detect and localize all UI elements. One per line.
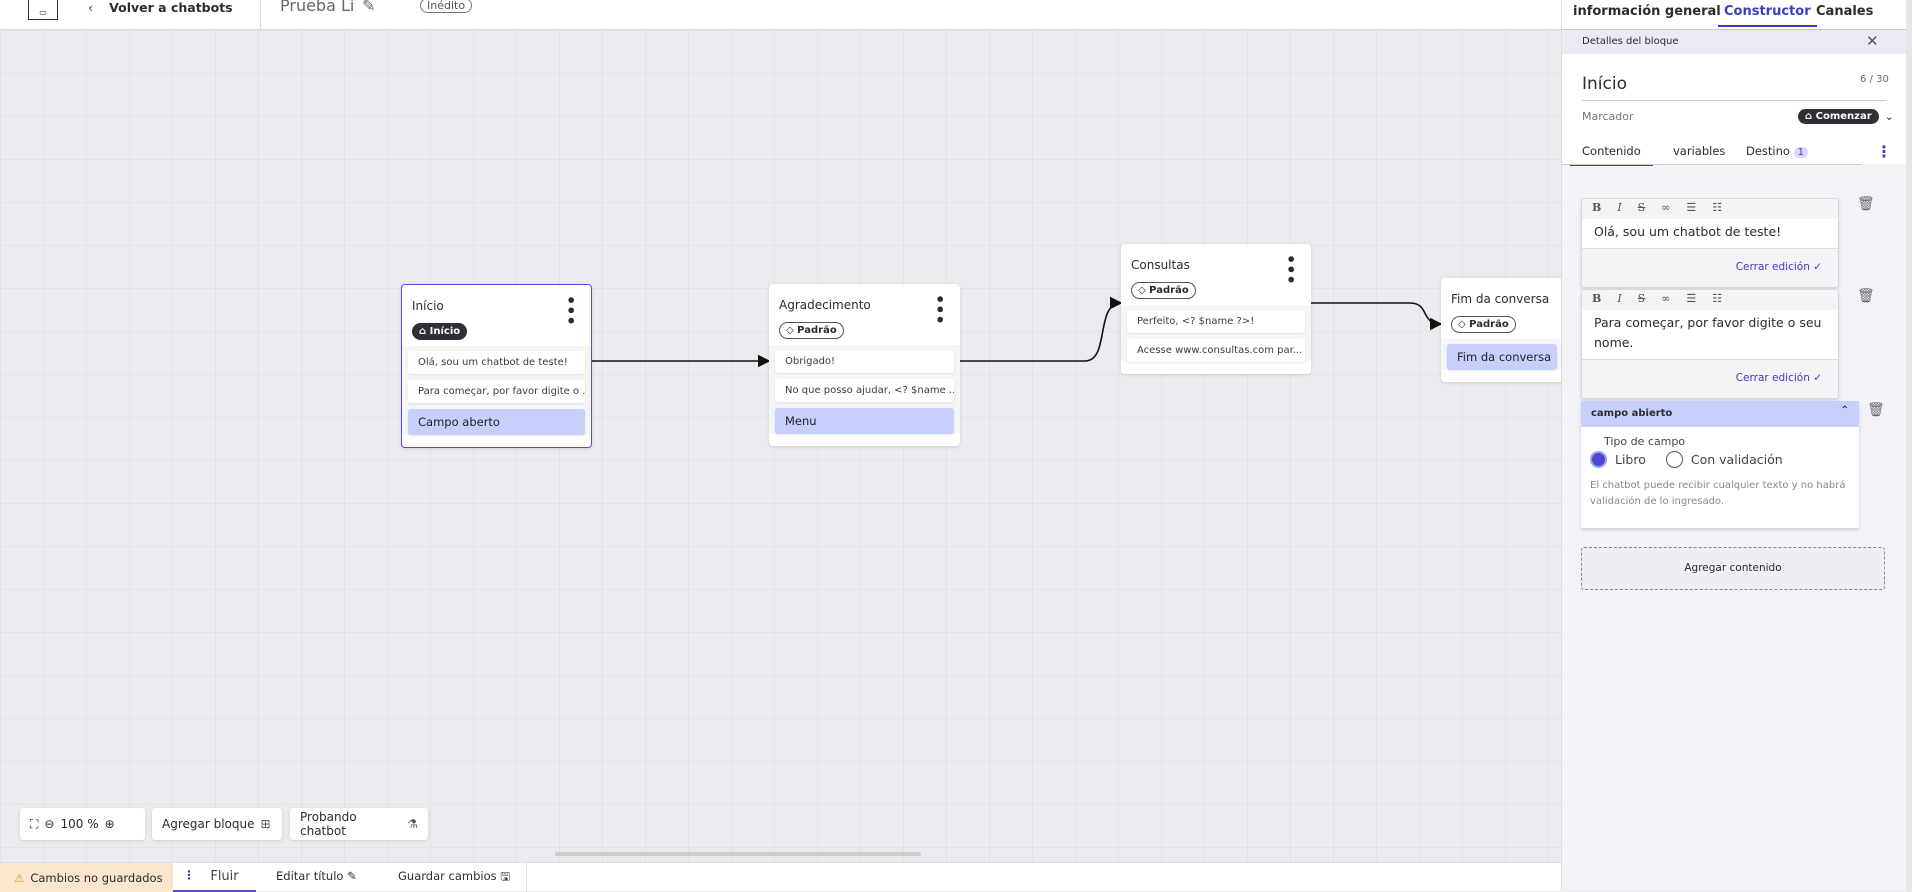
field-type-label: Tipo de campo (1604, 435, 1686, 448)
bullet-list-icon: ☰ (1686, 201, 1697, 214)
node-title: Consultas (1131, 258, 1190, 272)
message-text[interactable]: Olá, sou um chatbot de teste! (1582, 219, 1838, 248)
node-tag: ◇ Padrão (1451, 316, 1516, 333)
numbered-list-icon: ☷ (1712, 201, 1723, 214)
message-editor[interactable]: B I S ∞ ☰ ☷ Para começar, por favor digite o … (1581, 289, 1839, 399)
tab-content[interactable]: Contenido (1570, 144, 1653, 166)
horizontal-scrollbar[interactable] (555, 852, 921, 856)
zoom-controls: ⛶ ⊖ 100 % ⊕ (20, 808, 145, 840)
add-content-button[interactable]: Agregar contenido (1581, 547, 1885, 590)
chevron-left-icon: ‹ (88, 0, 94, 15)
node-message[interactable]: Olá, sou um chatbot de teste! (408, 351, 585, 374)
logo-icon: ▭ (28, 0, 58, 20)
message-editor[interactable]: B I S ∞ ☰ ☷ Olá, sou um chatbot de teste! Cer… (1581, 198, 1839, 288)
radio-validation[interactable] (1665, 451, 1683, 468)
node-consultas[interactable]: Consultas ••• ◇ Padrão Perfeito, <? $nam… (1121, 244, 1311, 374)
node-message[interactable]: Perfeito, <? $name ?>! (1127, 310, 1305, 333)
node-message[interactable]: Acesse www.consultas.com par... (1127, 339, 1305, 362)
close-edit-button[interactable]: Cerrar edición ✓ (1582, 359, 1838, 398)
tab-builder[interactable]: Constructor (1718, 4, 1817, 27)
back-button[interactable]: ‹ Volver a chatbots (88, 0, 233, 15)
node-option[interactable]: Campo aberto (408, 409, 585, 435)
format-toolbar: B I S ∞ ☰ ☷ (1582, 290, 1838, 310)
add-block-button[interactable]: Agregar bloque ⊞ (152, 808, 282, 840)
node-tag: ⌂ Início (412, 323, 468, 340)
flow-canvas[interactable] (0, 30, 1561, 862)
edit-title-icon[interactable]: ✎ (362, 0, 376, 15)
divider (260, 0, 261, 30)
zoom-level: 100 % (60, 817, 99, 831)
test-chatbot-button[interactable]: Probando chatbot ⚗ (290, 808, 428, 840)
node-inicio[interactable]: Início ••• ⌂ Início Olá, sou um chatbot … (401, 284, 592, 448)
format-toolbar: B I S ∞ ☰ ☷ (1582, 199, 1838, 219)
node-option[interactable]: Menu (775, 408, 954, 434)
marker-label: Marcador (1582, 110, 1634, 123)
node-title: Agradecimento (779, 298, 871, 312)
link-icon: ∞ (1661, 201, 1671, 214)
node-title: Fim da conversa (1451, 292, 1550, 306)
divider (526, 863, 527, 892)
block-details-panel: información general Constructor Canales … (1561, 0, 1907, 891)
menu-icon[interactable]: ⋮ (183, 868, 195, 882)
trash-icon[interactable]: 🗑 (1867, 402, 1885, 418)
trash-icon[interactable]: 🗑 (1857, 288, 1875, 304)
node-tag: ◇ Padrão (779, 322, 844, 339)
chevron-up-icon: ⌃ (1840, 405, 1849, 416)
status-bar: ⚠Cambios no guardados ⋮ Fluir Editar tít… (0, 862, 1561, 892)
tab-destination[interactable]: Destino 1 (1746, 144, 1808, 158)
unsaved-warning: ⚠Cambios no guardados (0, 863, 173, 892)
top-bar: ▭ ‹ Volver a chatbots Prueba Li ✎ Inédit… (0, 0, 1561, 30)
more-icon[interactable]: ••• (1281, 254, 1300, 285)
edit-title-button[interactable]: Editar título ✎ (276, 869, 357, 883)
panel-header: Detalles del bloque (1562, 30, 1907, 54)
tab-channels[interactable]: Canales (1816, 4, 1874, 19)
zoom-in-icon[interactable]: ⊕ (104, 817, 115, 831)
bold-icon: B (1592, 292, 1602, 305)
save-icon: 🖫 (500, 869, 511, 883)
bold-icon: B (1592, 201, 1602, 214)
vertical-scrollbar[interactable] (1906, 0, 1912, 891)
message-text[interactable]: Para começar, por favor digite o seu nom… (1582, 310, 1838, 359)
more-icon[interactable]: ••• (561, 295, 580, 326)
flask-icon: ⚗ (407, 817, 418, 831)
warning-icon: ⚠ (14, 870, 25, 885)
node-message[interactable]: Para começar, por favor digite o ... (408, 380, 585, 403)
marker-select[interactable]: ⌂ Comenzar ⌄ (1798, 109, 1894, 124)
italic-icon: I (1617, 201, 1622, 214)
add-block-icon: ⊞ (260, 817, 271, 831)
tab-variables[interactable]: variables (1673, 144, 1726, 158)
bullet-list-icon: ☰ (1686, 292, 1697, 305)
link-icon: ∞ (1661, 292, 1671, 305)
strike-icon: S (1637, 292, 1646, 305)
tab-flow[interactable]: Fluir (173, 863, 256, 892)
save-changes-button[interactable]: Guardar cambios 🖫 (398, 869, 511, 883)
node-fim[interactable]: Fim da conversa ◇ Padrão Fim da conversa (1441, 278, 1563, 382)
radio-libro[interactable] (1590, 451, 1607, 468)
trash-icon[interactable]: 🗑 (1857, 196, 1875, 212)
more-icon[interactable]: ••• (930, 294, 949, 325)
chatbot-title: Prueba Li (280, 0, 355, 15)
open-field-header[interactable]: campo abierto⌃ (1581, 401, 1859, 427)
node-option[interactable]: Fim da conversa (1447, 344, 1557, 370)
block-name-input[interactable]: Início (1582, 74, 1886, 101)
strike-icon: S (1637, 201, 1646, 214)
node-message[interactable]: Obrigado! (775, 350, 954, 373)
close-edit-button[interactable]: Cerrar edición ✓ (1582, 248, 1838, 287)
tab-general-info[interactable]: información general (1573, 4, 1721, 19)
more-options-icon[interactable]: ⋮ (1876, 142, 1892, 161)
char-count: 6 / 30 (1860, 74, 1889, 85)
numbered-list-icon: ☷ (1712, 292, 1723, 305)
close-icon[interactable]: ✕ (1866, 32, 1879, 50)
node-agradecimento[interactable]: Agradecimento ••• ◇ Padrão Obrigado! No … (769, 284, 960, 446)
zoom-out-icon[interactable]: ⊖ (44, 817, 55, 831)
node-tag: ◇ Padrão (1131, 282, 1196, 299)
node-message[interactable]: No que posso ajudar, <? $name ... (775, 379, 954, 402)
italic-icon: I (1617, 292, 1622, 305)
field-help-text: El chatbot puede recibir cualquier texto… (1590, 480, 1846, 507)
open-field-card: campo abierto⌃ Tipo de campo Libro Con v… (1581, 401, 1859, 528)
status-badge: Inédito (420, 0, 473, 13)
node-title: Início (412, 299, 444, 313)
chevron-down-icon: ⌄ (1884, 110, 1894, 123)
fit-screen-icon[interactable]: ⛶ (30, 816, 39, 831)
